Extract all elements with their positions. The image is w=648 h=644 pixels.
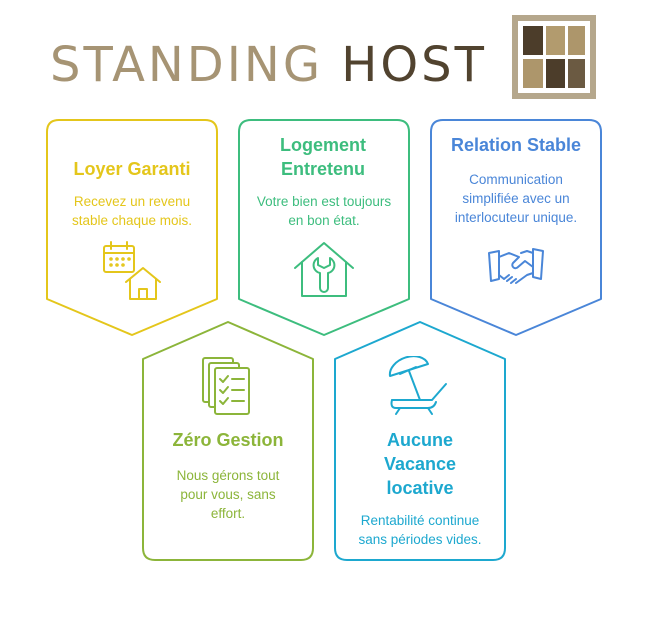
card-relation-stable: Relation Stable Communication simplifiée…	[430, 119, 602, 337]
card-loyer-garanti: Loyer Garanti Recevez un revenu stable c…	[46, 119, 218, 337]
brand-word-host: HOST	[341, 37, 487, 93]
beach-chair-umbrella-icon	[388, 356, 447, 415]
brand-word-standing: STANDING	[50, 37, 324, 93]
card-shape	[46, 119, 218, 336]
card-zero-gestion: Zéro Gestion Nous gérons tout pour vous,…	[142, 321, 314, 561]
card-title: Logement Entretenu	[279, 135, 366, 179]
calendar-house-icon	[103, 241, 161, 300]
card-shape	[430, 119, 602, 336]
handshake-icon	[488, 248, 544, 284]
brand-logo-icon	[512, 15, 596, 99]
card-description: Nous gérons tout pour vous, sans effort.	[176, 468, 280, 521]
checklist-documents-icon	[202, 357, 250, 415]
card-shape	[334, 321, 506, 561]
header: STANDING HOST	[0, 0, 648, 110]
card-title: Loyer Garanti	[73, 159, 191, 179]
card-title: Relation Stable	[450, 135, 582, 155]
card-aucune-vacance: Aucune Vacance locative Rentabilité cont…	[334, 321, 506, 561]
card-description: Rentabilité continue sans périodes vides…	[358, 513, 482, 547]
card-title: Aucune Vacance locative	[383, 430, 457, 498]
card-description: Votre bien est toujours en bon état.	[256, 194, 392, 228]
card-title: Zéro Gestion	[172, 430, 284, 450]
card-logement-entretenu: Logement Entretenu Votre bien est toujou…	[238, 119, 410, 337]
brand-wordmark: STANDING HOST	[50, 30, 487, 100]
card-shape	[142, 321, 314, 561]
card-description: Communication simplifiée avec un interlo…	[454, 172, 578, 225]
house-wrench-icon	[294, 242, 354, 297]
card-description: Recevez un revenu stable chaque mois.	[71, 194, 193, 228]
card-shape	[238, 119, 410, 336]
